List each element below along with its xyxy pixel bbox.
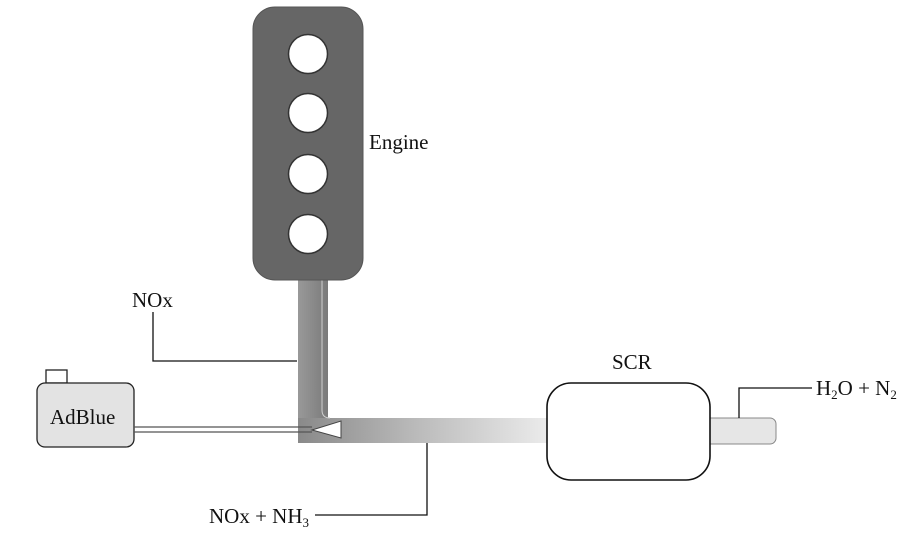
mixture-label-main: NOx + NH [209,504,303,528]
adblue-tank-body [36,382,135,448]
pipe-inner-corner [321,280,331,419]
output-label: H2O + N2 [816,376,897,402]
output-label-h: H [816,376,831,400]
adblue-tank [36,369,135,448]
scr-label: SCR [612,350,652,374]
engine-cylinder-2 [287,92,329,134]
exhaust-pipe-vertical [298,280,328,443]
output-label-h-sub: 2 [831,387,838,402]
output-label-n-sub: 2 [890,387,897,402]
mixture-label-sub: 3 [303,515,310,530]
output-leader-line [738,387,812,418]
exhaust-pipe [298,280,550,443]
engine-label: Engine [369,130,428,154]
engine [252,6,364,281]
engine-cylinder-1 [287,33,329,75]
output-label-o-n: O + N [838,376,891,400]
scr-catalyst [546,382,711,481]
adblue-tank-cap [45,369,68,384]
engine-cylinder-3 [287,153,329,195]
engine-block [252,6,364,281]
injector-nozzle [310,420,342,439]
outlet-pipe [699,417,777,445]
adblue-label: AdBlue [50,405,115,429]
nox-leader-line [152,312,297,362]
mixture-label: NOx + NH3 [209,504,309,530]
adblue-injection-line [134,420,342,439]
engine-cylinder-4 [287,213,329,255]
nox-label: NOx [132,288,173,312]
mixture-leader-line [315,443,428,516]
